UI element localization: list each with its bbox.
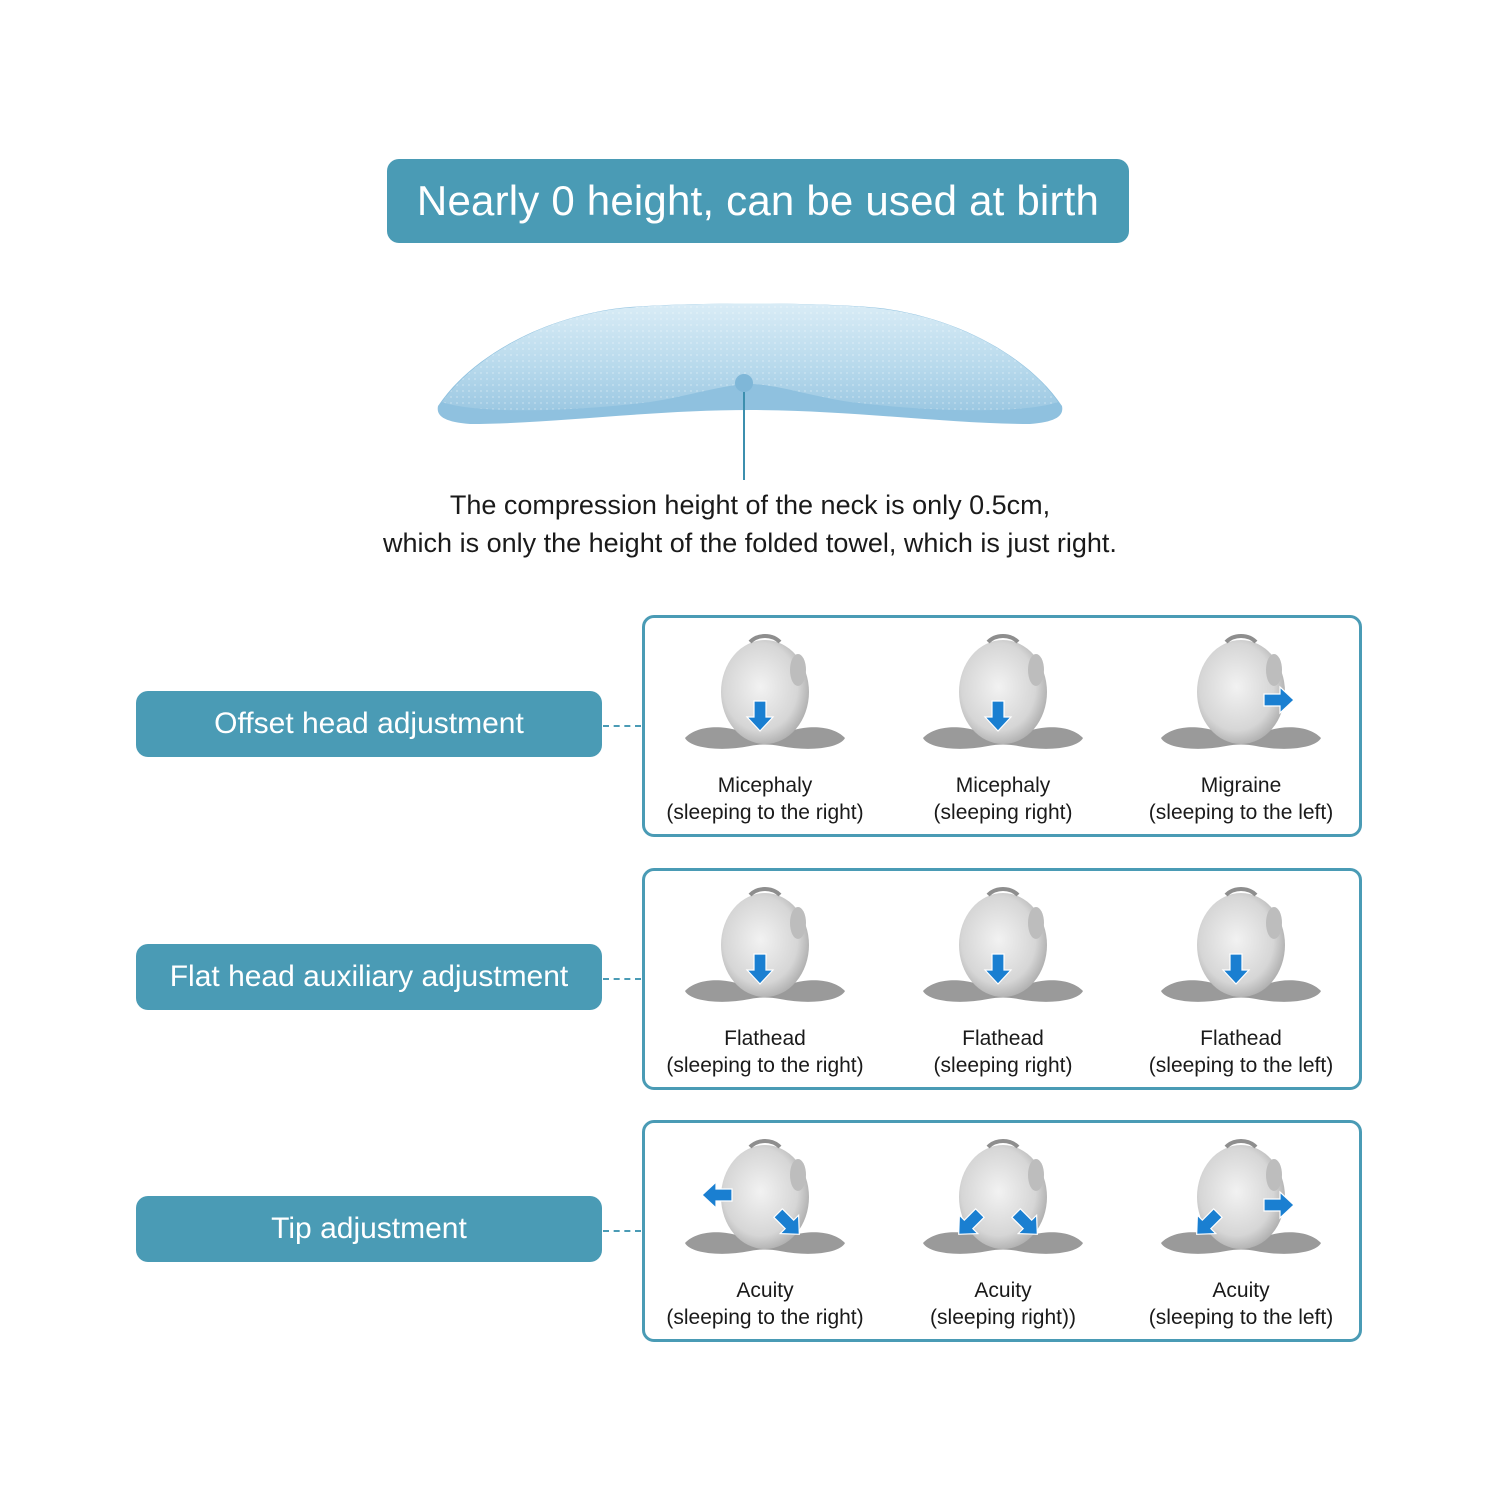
baby-head-icon — [923, 887, 1083, 1002]
head-shape-caption: Acuity (sleeping right)) — [883, 1277, 1123, 1331]
head-shape-caption: Flathead (sleeping to the right) — [645, 1025, 885, 1079]
head-shape-detail: (sleeping to the right) — [666, 1306, 864, 1329]
head-shape-detail: (sleeping right) — [933, 1054, 1073, 1077]
section-panel: Flathead (sleeping to the right) — [642, 868, 1362, 1090]
head-shape-name: Flathead — [1200, 1027, 1282, 1050]
baby-head-icon — [1161, 887, 1321, 1002]
head-shape-caption: Micephaly (sleeping to the right) — [645, 772, 885, 826]
head-shape-caption: Migraine (sleeping to the left) — [1121, 772, 1361, 826]
pillow-image — [437, 303, 1063, 480]
baby-head-icon — [1161, 634, 1321, 749]
section-label: Flat head auxiliary adjustment — [136, 944, 602, 1010]
pillow-illustration — [430, 298, 1070, 488]
head-shape-detail: (sleeping right)) — [930, 1306, 1076, 1329]
head-shape-detail: (sleeping to the right) — [666, 1054, 864, 1077]
head-shape-name: Acuity — [736, 1279, 794, 1302]
baby-head-icon — [685, 887, 845, 1002]
head-shape-name: Flathead — [962, 1027, 1044, 1050]
section-connector — [603, 978, 641, 980]
baby-head-icon — [923, 1139, 1083, 1254]
head-shape-caption: Acuity (sleeping to the right) — [645, 1277, 885, 1331]
page-title: Nearly 0 height, can be used at birth — [416, 177, 1100, 224]
caption-line-1: The compression height of the neck is on… — [449, 490, 1051, 520]
head-shape-name: Acuity — [974, 1279, 1032, 1302]
head-shape-item: Flathead (sleeping right) — [883, 871, 1123, 1087]
section-label: Tip adjustment — [136, 1196, 602, 1262]
caption-line-2: which is only the height of the folded t… — [383, 528, 1117, 558]
head-shape-name: Acuity — [1212, 1279, 1270, 1302]
head-shape-detail: (sleeping to the right) — [666, 801, 864, 824]
head-shape-item: Flathead (sleeping to the right) — [645, 871, 885, 1087]
baby-head-icon — [685, 634, 845, 749]
head-shape-item: Acuity (sleeping to the right) — [645, 1123, 885, 1339]
head-shape-item: Acuity (sleeping right)) — [883, 1123, 1123, 1339]
head-shape-caption: Acuity (sleeping to the left) — [1121, 1277, 1361, 1331]
head-shape-detail: (sleeping to the left) — [1148, 1306, 1334, 1329]
head-shape-name: Migraine — [1200, 774, 1282, 797]
head-shape-detail: (sleeping to the left) — [1148, 801, 1334, 824]
section-panel: Micephaly (sleeping to the right) — [642, 615, 1362, 837]
head-shape-name: Flathead — [724, 1027, 806, 1050]
head-shape-name: Micephaly — [717, 774, 813, 797]
title-banner: Nearly 0 height, can be used at birth — [387, 159, 1129, 243]
section-connector — [603, 1230, 641, 1232]
baby-head-icon — [1161, 1139, 1321, 1254]
neck-height-caption: The compression height of the neck is on… — [300, 486, 1200, 562]
head-shape-item: Migraine (sleeping to the left) — [1121, 618, 1361, 834]
head-shape-item: Micephaly (sleeping to the right) — [645, 618, 885, 834]
baby-head-icon — [685, 1139, 845, 1254]
head-shape-name: Micephaly — [955, 774, 1051, 797]
head-shape-caption: Micephaly (sleeping right) — [883, 772, 1123, 826]
section-panel: Acuity (sleeping to the right) — [642, 1120, 1362, 1342]
head-shape-item: Micephaly (sleeping right) — [883, 618, 1123, 834]
head-shape-item: Acuity (sleeping to the left) — [1121, 1123, 1361, 1339]
head-shape-item: Flathead (sleeping to the left) — [1121, 871, 1361, 1087]
head-shape-caption: Flathead (sleeping to the left) — [1121, 1025, 1361, 1079]
head-shape-detail: (sleeping to the left) — [1148, 1054, 1334, 1077]
baby-head-icon — [923, 634, 1083, 749]
head-shape-caption: Flathead (sleeping right) — [883, 1025, 1123, 1079]
section-label: Offset head adjustment — [136, 691, 602, 757]
head-shape-detail: (sleeping right) — [933, 801, 1073, 824]
section-connector — [603, 725, 641, 727]
